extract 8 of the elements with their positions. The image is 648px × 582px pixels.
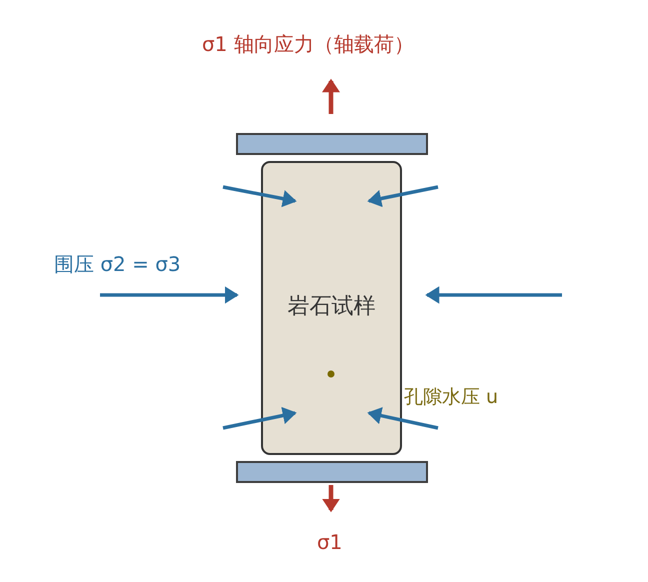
force-label: σ1 轴向应力（轴载荷） [202,32,414,56]
rock-specimen [261,161,402,455]
loading-platen [236,461,428,483]
force-label: 孔隙水压 u [404,386,498,409]
force-label: σ1 [317,530,342,554]
loading-platen [236,133,428,155]
specimen-label: 岩石试样 [288,292,376,320]
force-label: 围压 σ2 = σ3 [54,252,181,276]
